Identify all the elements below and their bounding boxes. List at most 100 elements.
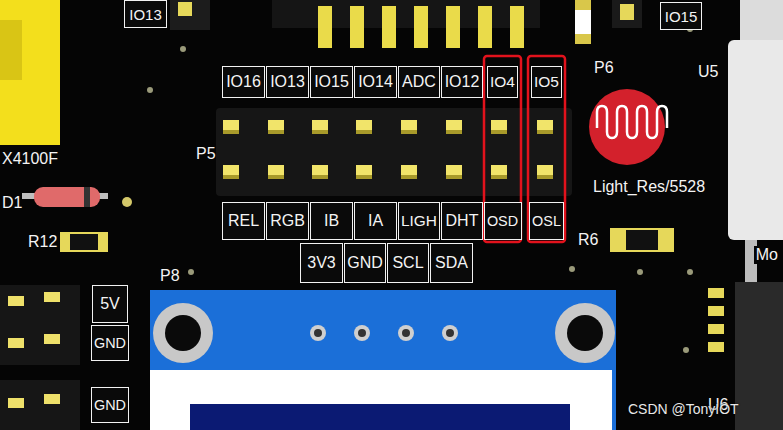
oled-board [150, 290, 616, 430]
capacitor-body [0, 0, 60, 145]
pin-label: IO13 [270, 74, 305, 90]
part-name: R6 [578, 232, 598, 248]
pin-label-box: DHT [441, 202, 483, 240]
pin-side [268, 130, 284, 134]
ic-pins [708, 288, 724, 352]
pin-label-box: 3V3 [300, 243, 343, 283]
pin-label-box: IO13 [266, 66, 309, 98]
ic-body [735, 282, 783, 430]
pin-label-box: SDA [430, 243, 473, 283]
pin-label-box: OSD [484, 202, 522, 240]
pin-side [537, 130, 553, 134]
pin-label-box: GND [344, 243, 386, 283]
pin [223, 120, 239, 130]
module-body [740, 0, 783, 40]
pin-label: IO15 [665, 9, 698, 24]
pin-label: IO15 [314, 74, 349, 90]
part-name: D1 [2, 195, 22, 211]
mount-hole [153, 303, 213, 363]
pin [491, 165, 507, 175]
pin-side [491, 130, 507, 134]
pin [401, 165, 417, 175]
pin-label: IA [368, 213, 383, 229]
pin-label-box: IO15 [310, 66, 353, 98]
pin [537, 120, 553, 130]
pin-label-box: IO15 [660, 2, 702, 30]
pin-label: GND [347, 255, 383, 271]
component [170, 0, 210, 30]
via [122, 197, 132, 207]
pin [223, 165, 239, 175]
smd-pad [575, 0, 591, 10]
pin-label: SDA [435, 255, 468, 271]
pin-side [401, 175, 417, 179]
pin-label: GND [94, 336, 126, 350]
pin-header [0, 285, 80, 365]
pin-label-box: OSL [529, 202, 564, 240]
pin-label-box: REL [222, 202, 265, 240]
pin-label: OSD [487, 214, 518, 228]
pin-label-box: ADC [398, 66, 440, 98]
module-body [728, 40, 783, 240]
pin-label: SCL [392, 255, 423, 271]
pin-side [312, 175, 328, 179]
pin-label-box: IO4 [487, 66, 518, 98]
resistor-body [70, 234, 98, 250]
pin-label-box: RGB [266, 202, 309, 240]
capacitor-mark [0, 20, 22, 80]
pin [401, 120, 417, 130]
pin-side [356, 175, 372, 179]
pin-label-box: IA [354, 202, 397, 240]
pin [356, 165, 372, 175]
pin-label-box: IO12 [441, 66, 483, 98]
mount-hole [165, 315, 201, 351]
pin [537, 165, 553, 175]
smd-pad [575, 34, 591, 44]
pin-label: IO4 [490, 74, 515, 90]
pin-label: IO14 [358, 74, 393, 90]
diode-band [84, 187, 90, 207]
pin [268, 165, 284, 175]
pin [491, 120, 507, 130]
connector-pads [318, 6, 524, 48]
pin-header [0, 380, 80, 430]
part-name: U5 [698, 64, 718, 80]
pin-label-box: IO5 [531, 66, 562, 98]
resistor [610, 228, 674, 252]
pin [312, 120, 328, 130]
diode-body [34, 187, 100, 207]
pin-label: IO13 [129, 7, 162, 22]
pin [446, 120, 462, 130]
part-name: R12 [28, 234, 57, 250]
oled-screen [190, 404, 570, 430]
pin-side [223, 130, 239, 134]
highlight-box [528, 56, 565, 242]
part-name: P5 [196, 146, 216, 162]
pin-label: IO16 [226, 74, 261, 90]
pin-side [446, 130, 462, 134]
part-name: P6 [594, 60, 614, 76]
oled-pins [310, 325, 458, 341]
header-pins [8, 292, 60, 408]
pin-label: RGB [270, 213, 305, 229]
pin-label: LIGH [401, 213, 437, 228]
pin-side [268, 175, 284, 179]
part-name: X4100F [2, 151, 58, 167]
pin-label: 3V3 [307, 255, 335, 271]
pin-label: DHT [446, 213, 479, 229]
pin [446, 165, 462, 175]
pin-side [446, 175, 462, 179]
pin-label-box: GND [91, 325, 129, 361]
pin-side [537, 175, 553, 179]
resistor [60, 232, 108, 252]
pin-label: GND [94, 398, 126, 412]
pad [620, 4, 634, 20]
pin-side [223, 175, 239, 179]
pin-label: OSL [532, 214, 561, 228]
pin [356, 120, 372, 130]
mount-hole [555, 303, 615, 363]
connector-body [272, 0, 540, 28]
mount-hole [567, 315, 603, 351]
pin-label: IO5 [534, 74, 559, 90]
